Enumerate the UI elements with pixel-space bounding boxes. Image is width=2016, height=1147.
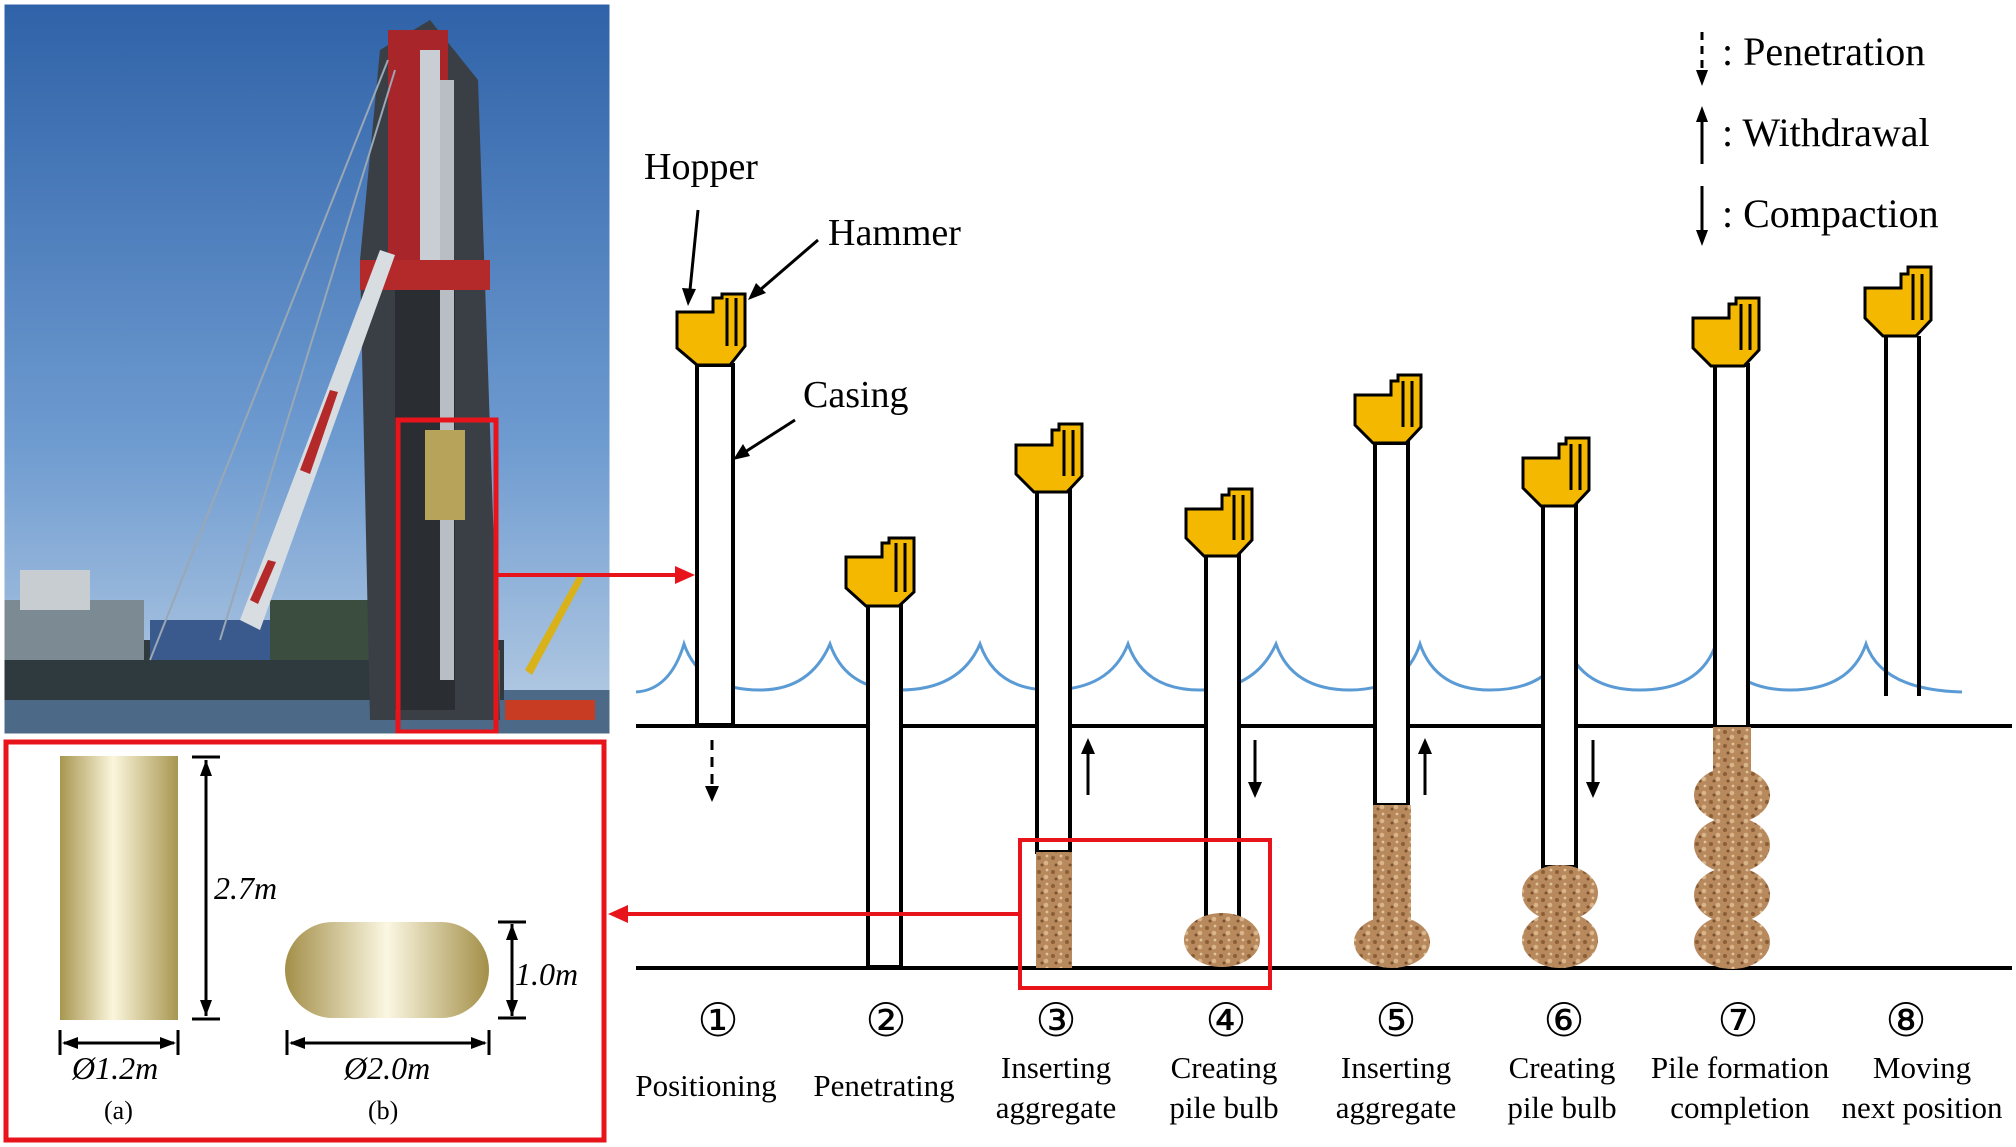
hopper-pointer (682, 209, 700, 306)
photo-link-arrow (496, 566, 695, 584)
step-8-number: ⑧ (1885, 995, 1927, 1046)
step-4-caption-line2: pile bulb (1169, 1090, 1279, 1125)
step-3-number: ③ (1035, 995, 1077, 1046)
dimension-b-width (285, 1030, 491, 1055)
dimension-a-width (58, 1030, 180, 1055)
step-2-rig (844, 536, 916, 969)
compaction-arrow (1248, 740, 1262, 798)
legend-penetration-symbol (1696, 32, 1708, 86)
detail-link-arrow (608, 905, 1020, 923)
step-6-caption-line1: Creating (1508, 1050, 1616, 1085)
step-6-rig (1521, 436, 1598, 968)
shape-b-diameter-label: Ø2.0m (344, 1050, 431, 1086)
withdrawal-arrow (1418, 738, 1432, 795)
casing-label: Casing (803, 374, 909, 416)
step-6-caption-line2: pile bulb (1507, 1090, 1617, 1125)
hammer-label: Hammer (828, 212, 961, 254)
dimension-a-height (192, 755, 220, 1021)
water-surface (635, 639, 1963, 694)
shape-a-diameter-label: Ø1.2m (72, 1050, 159, 1086)
step-7-caption-line1: Pile formation (1650, 1050, 1830, 1085)
step-5-caption-line1: Inserting (1340, 1050, 1452, 1085)
step-3-caption-line2: aggregate (995, 1090, 1117, 1125)
shape-a-height-label: 2.7m (214, 870, 278, 906)
penetration-arrow (705, 740, 719, 802)
step-2-number: ② (865, 995, 907, 1046)
bulb-shape-b (285, 922, 489, 1018)
step-7-caption-line2: completion (1670, 1090, 1810, 1125)
step-4-rig (1184, 487, 1260, 967)
hopper-label: Hopper (644, 146, 758, 188)
step-6-number: ⑥ (1543, 995, 1585, 1046)
dimension-b-height (498, 920, 526, 1020)
step-8-rig (1863, 265, 1933, 696)
step-3-rig (1014, 422, 1084, 968)
column-shape-a (60, 756, 178, 1020)
step-8-caption-line1: Moving (1872, 1050, 1972, 1085)
step-1-rig (675, 292, 747, 727)
step-5-caption-line2: aggregate (1335, 1090, 1457, 1125)
step-4-number: ④ (1205, 995, 1247, 1046)
step-2-caption: Penetrating (813, 1068, 955, 1103)
legend-penetration-label: : Penetration (1722, 29, 1926, 74)
shape-a-caption: (a) (104, 1096, 133, 1125)
step-7-number: ⑦ (1717, 995, 1759, 1046)
compaction-arrow (1586, 740, 1600, 798)
step-3-caption-line1: Inserting (1000, 1050, 1112, 1085)
casing-pointer (733, 418, 796, 460)
hammer-pointer (748, 238, 819, 300)
legend-withdrawal-symbol (1696, 106, 1708, 164)
shape-b-height-label: 1.0m (515, 956, 579, 992)
step-7-rig (1691, 296, 1770, 969)
step-1-number: ① (697, 995, 739, 1046)
shape-b-caption: (b) (368, 1096, 399, 1125)
step-5-number: ⑤ (1375, 995, 1417, 1046)
step-8-caption-line2: next position (1841, 1090, 2003, 1125)
legend-compaction-symbol (1696, 186, 1708, 246)
withdrawal-arrow (1081, 738, 1095, 795)
legend-withdrawal-label: : Withdrawal (1722, 110, 1930, 155)
step-5-rig (1353, 373, 1430, 968)
step-4-caption-line1: Creating (1170, 1050, 1278, 1085)
legend-compaction-label: : Compaction (1722, 191, 1939, 236)
step-1-caption: Positioning (635, 1068, 777, 1103)
